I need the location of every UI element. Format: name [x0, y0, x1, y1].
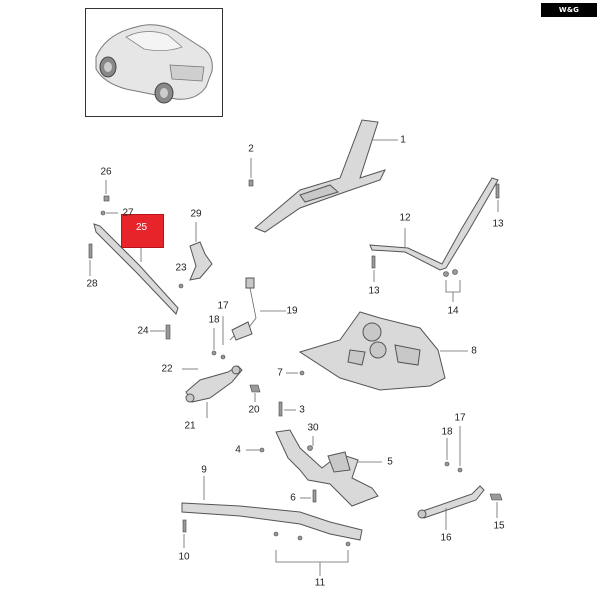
car-icon — [95, 24, 213, 104]
callout-4[interactable]: 4 — [235, 444, 241, 456]
callout-13-upper[interactable]: 13 — [492, 218, 504, 230]
callout-28[interactable]: 28 — [86, 278, 98, 290]
callout-26[interactable]: 26 — [100, 166, 112, 178]
bolt-icon — [248, 179, 254, 187]
callout-11[interactable]: 11 — [314, 577, 326, 589]
callout-23[interactable]: 23 — [175, 262, 187, 274]
sensor-link-part — [229, 277, 286, 341]
callout-20[interactable]: 20 — [248, 404, 260, 416]
callout-18-left[interactable]: 18 — [208, 314, 220, 326]
callout-8[interactable]: 8 — [471, 345, 477, 357]
vehicle-thumbnail — [85, 8, 223, 117]
brand-badge-text: W&G — [558, 6, 580, 14]
callout-13-lower[interactable]: 13 — [368, 285, 380, 297]
callout-24[interactable]: 24 — [137, 325, 149, 337]
callout-15[interactable]: 15 — [493, 520, 505, 532]
brace-part — [369, 177, 499, 271]
underbody-panel-part — [298, 311, 468, 391]
longitudinal-bar-part — [181, 502, 363, 541]
callout-19[interactable]: 19 — [286, 305, 298, 317]
highlighted-part-label: 25 — [135, 222, 148, 233]
callout-9[interactable]: 9 — [201, 464, 207, 476]
callout-22[interactable]: 22 — [161, 363, 173, 375]
callout-16[interactable]: 16 — [440, 532, 452, 544]
callout-17-left[interactable]: 17 — [217, 300, 229, 312]
callout-17-right[interactable]: 17 — [454, 412, 466, 424]
tie-rod-part — [417, 485, 485, 519]
callout-18-right[interactable]: 18 — [441, 426, 453, 438]
callout-29[interactable]: 29 — [190, 208, 202, 220]
callout-7[interactable]: 7 — [277, 367, 283, 379]
callout-21[interactable]: 21 — [184, 420, 196, 432]
highlighted-part-box[interactable] — [121, 214, 164, 248]
callout-2[interactable]: 2 — [248, 143, 254, 155]
callout-12[interactable]: 12 — [399, 212, 411, 224]
brand-badge: W&G — [541, 3, 597, 17]
callout-10[interactable]: 10 — [178, 551, 190, 563]
callout-30[interactable]: 30 — [307, 422, 319, 434]
callout-5[interactable]: 5 — [387, 456, 393, 468]
knuckle-part — [275, 429, 382, 507]
callout-1[interactable]: 1 — [400, 134, 406, 146]
bracket-part — [189, 241, 213, 281]
callout-14[interactable]: 14 — [447, 305, 459, 317]
callout-27[interactable]: 27 — [122, 207, 134, 219]
control-arm-part — [185, 365, 243, 403]
callout-3[interactable]: 3 — [299, 404, 305, 416]
crossmember-part — [254, 119, 398, 233]
callout-6[interactable]: 6 — [290, 492, 296, 504]
strut-part — [93, 223, 179, 315]
